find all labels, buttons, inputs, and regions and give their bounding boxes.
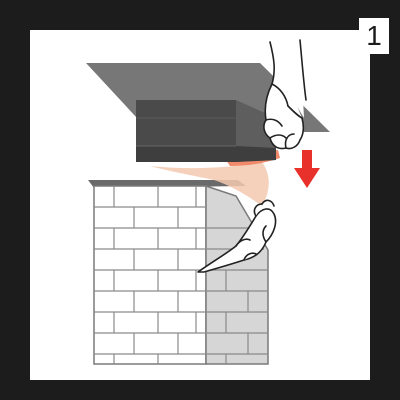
- tape-strip-body: [150, 162, 269, 206]
- cap-lower-band: [136, 146, 276, 162]
- down-arrow-icon: [294, 150, 320, 188]
- pillar-front-face: [93, 185, 207, 365]
- hand-pulling-icon: [263, 39, 307, 150]
- brick-pillar: [88, 180, 269, 365]
- hand-holding-icon: [197, 199, 277, 273]
- step-number-badge: 1: [359, 18, 389, 54]
